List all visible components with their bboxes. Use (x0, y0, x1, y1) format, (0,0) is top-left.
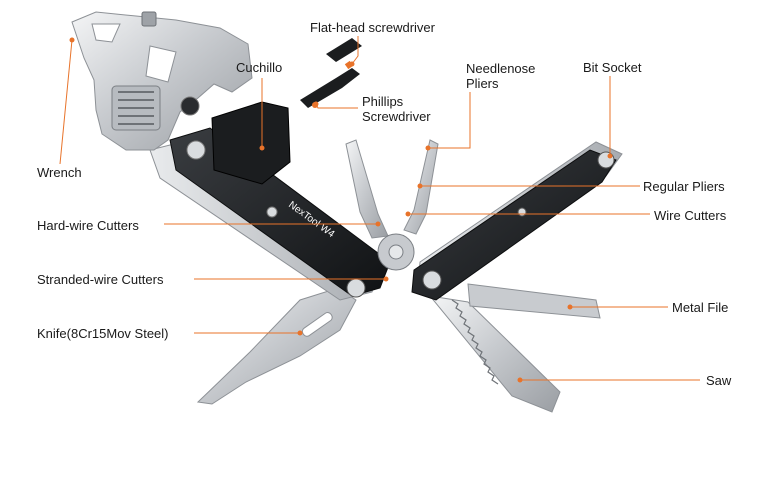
leader-stranded-wire-dot (383, 276, 389, 282)
label-knife: Knife(8Cr15Mov Steel) (37, 326, 169, 341)
rivet (517, 207, 527, 217)
label-stranded-wire-cutters: Stranded-wire Cutters (37, 272, 164, 287)
leader-lines (59, 36, 700, 383)
right-handle-black (411, 149, 617, 301)
leader-wrench (59, 39, 73, 165)
rivet (266, 206, 278, 218)
label-phillips-screwdriver: Phillips Screwdriver (362, 94, 431, 124)
knife-blade (196, 287, 357, 405)
rivet (186, 140, 206, 160)
leader-wire-cutters-dot (405, 211, 411, 217)
flat-head-bit (326, 38, 362, 62)
label-wrench: Wrench (37, 165, 82, 180)
rivet (346, 278, 366, 298)
leader-flat-head (351, 36, 359, 65)
leader-knife-dot (297, 330, 303, 336)
label-bit-socket: Bit Socket (583, 60, 642, 75)
leader-metal-file-dot (567, 304, 573, 310)
label-needlenose-pliers: Needlenose Pliers (466, 61, 536, 91)
leader-bit-socket-dot (607, 153, 613, 159)
leader-needlenose (428, 92, 471, 149)
leader-phillips-dot (313, 101, 319, 107)
leader-hard-wire-dot (375, 221, 381, 227)
wrench-jaw-gap (91, 23, 121, 43)
rivet (180, 96, 200, 116)
leader-phillips (315, 103, 358, 109)
leader-regular-pliers-dot (417, 183, 423, 189)
label-metal-file: Metal File (672, 300, 729, 315)
knife-thumb-hole (301, 312, 333, 337)
leader-wrench-dot (69, 37, 75, 43)
plier-jaw-left (345, 139, 389, 239)
leader-flat-head-dot (349, 61, 355, 67)
wrench-window (145, 45, 177, 83)
saw-teeth (451, 299, 499, 385)
cuchillo-block (211, 101, 291, 185)
saw-blade (428, 295, 561, 413)
label-flat-head-screwdriver: Flat-head screwdriver (310, 20, 435, 35)
metal-file (467, 283, 601, 319)
label-regular-pliers: Regular Pliers (643, 179, 725, 194)
leader-saw-dot (517, 377, 523, 383)
label-cuchillo: Cuchillo (236, 60, 283, 75)
wrench-knob (141, 11, 157, 27)
label-saw: Saw (706, 373, 732, 388)
phillips-bit (300, 68, 360, 108)
leader-cuchillo-dot (259, 145, 265, 151)
label-wire-cutters: Wire Cutters (654, 208, 727, 223)
leader-needlenose-dot (425, 145, 431, 151)
rivet (422, 270, 442, 290)
label-hard-wire-cutters: Hard-wire Cutters (37, 218, 139, 233)
